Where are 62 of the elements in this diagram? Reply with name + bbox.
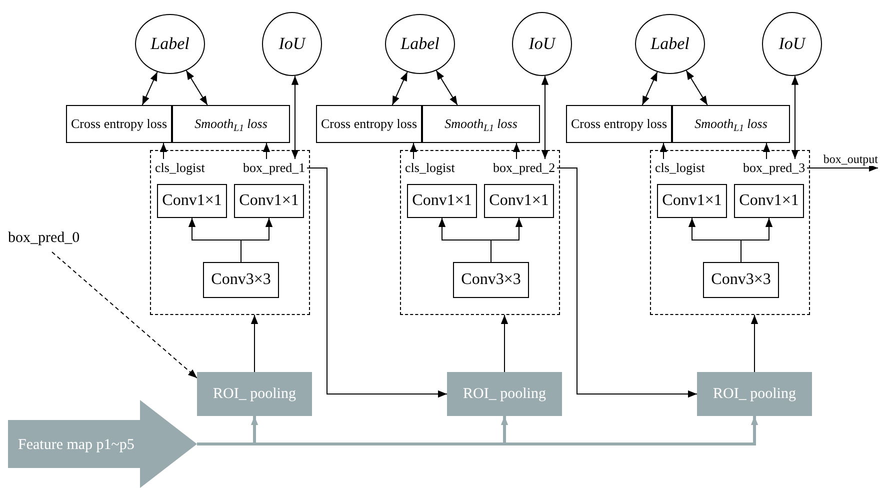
arrow <box>762 142 770 160</box>
arrow <box>556 168 698 398</box>
arrow <box>490 218 523 262</box>
conv-box: Conv1×1 <box>234 184 304 218</box>
ellipse-node: IoU <box>512 12 572 76</box>
arrow <box>291 75 299 160</box>
ellipse-node: IoU <box>762 12 822 76</box>
conv-box: Conv3×3 <box>453 262 529 298</box>
arrow <box>250 314 258 372</box>
arrow <box>512 142 520 160</box>
output-label: cls_logist <box>155 159 217 177</box>
arrow <box>660 142 668 160</box>
arrow <box>750 314 758 372</box>
output-label: cls_logist <box>655 159 717 177</box>
arrow <box>686 70 708 106</box>
arrow <box>262 142 270 160</box>
conv-box: Conv3×3 <box>703 262 779 298</box>
conv-box: Conv3×3 <box>203 262 279 298</box>
arrow <box>142 71 158 106</box>
pooling-box: ROI_ pooling <box>447 372 562 416</box>
arrow <box>541 75 549 160</box>
dashed-group-box <box>150 150 310 315</box>
edge-label: box_output <box>823 152 878 166</box>
conv-box: Conv1×1 <box>407 184 477 218</box>
arrow <box>500 314 508 372</box>
conv-box: Conv1×1 <box>734 184 804 218</box>
loss-box: Cross entropy loss <box>316 105 422 143</box>
pooling-box: ROI_ pooling <box>197 372 312 416</box>
ellipse-node: Label <box>385 14 455 74</box>
output-label: box_pred_1 <box>243 159 307 177</box>
arrow <box>186 70 208 106</box>
conv-box: Conv1×1 <box>484 184 554 218</box>
arrow <box>642 71 658 106</box>
ellipse-node: IoU <box>262 12 322 76</box>
loss-box: Smooth$_{L1}$ loss <box>672 105 790 143</box>
dashed-arrow <box>52 252 198 378</box>
loss-box: Cross entropy loss <box>566 105 672 143</box>
pooling-box: ROI_ pooling <box>697 372 812 416</box>
arrow <box>791 75 799 160</box>
ellipse-node: Label <box>635 14 705 74</box>
dashed-group-box <box>650 150 810 315</box>
arrow <box>436 70 458 106</box>
output-label: cls_logist <box>405 159 467 177</box>
arrow <box>392 71 408 106</box>
dashed-group-box <box>400 150 560 315</box>
arrow <box>410 142 418 160</box>
output-label: box_pred_2 <box>493 159 557 177</box>
arrow-label: Feature map p1~p5 <box>18 436 134 455</box>
ellipse-node: Label <box>135 14 205 74</box>
conv-box: Conv1×1 <box>657 184 727 218</box>
conv-box: Conv1×1 <box>157 184 227 218</box>
output-label: box_pred_3 <box>743 159 807 177</box>
arrow <box>806 164 878 172</box>
feature-map-arrow <box>8 400 197 488</box>
arrow <box>740 218 773 262</box>
loss-box: Smooth$_{L1}$ loss <box>172 105 290 143</box>
loss-box: Cross entropy loss <box>66 105 172 143</box>
arrow <box>240 218 273 262</box>
arrow <box>160 142 168 160</box>
input-label: box_pred_0 <box>8 228 96 248</box>
arrow <box>306 168 448 398</box>
loss-box: Smooth$_{L1}$ loss <box>422 105 540 143</box>
